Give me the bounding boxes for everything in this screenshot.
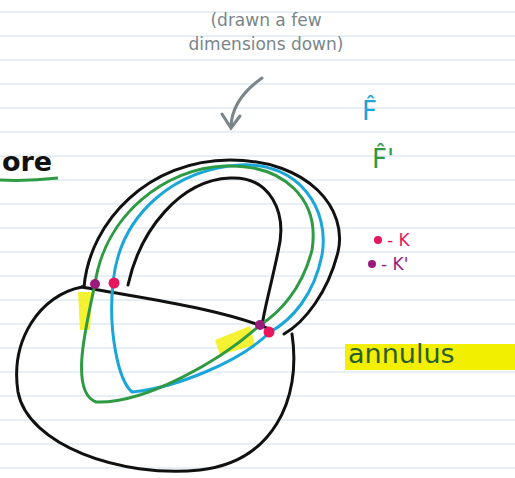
legend-row: - K — [374, 230, 410, 250]
legend-dot — [368, 260, 376, 268]
legend-text: - K' — [381, 254, 408, 274]
curve-label: F̂' — [372, 144, 394, 174]
legend-row: - K' — [368, 254, 408, 274]
note-text: (drawn a few dimensions down) — [180, 8, 352, 56]
heading-text: ore — [2, 146, 52, 177]
curve-label: F̂ — [362, 96, 377, 126]
legend-dot — [374, 236, 382, 244]
legend-text: - K — [387, 230, 410, 250]
highlight-label: annulus — [348, 338, 455, 369]
